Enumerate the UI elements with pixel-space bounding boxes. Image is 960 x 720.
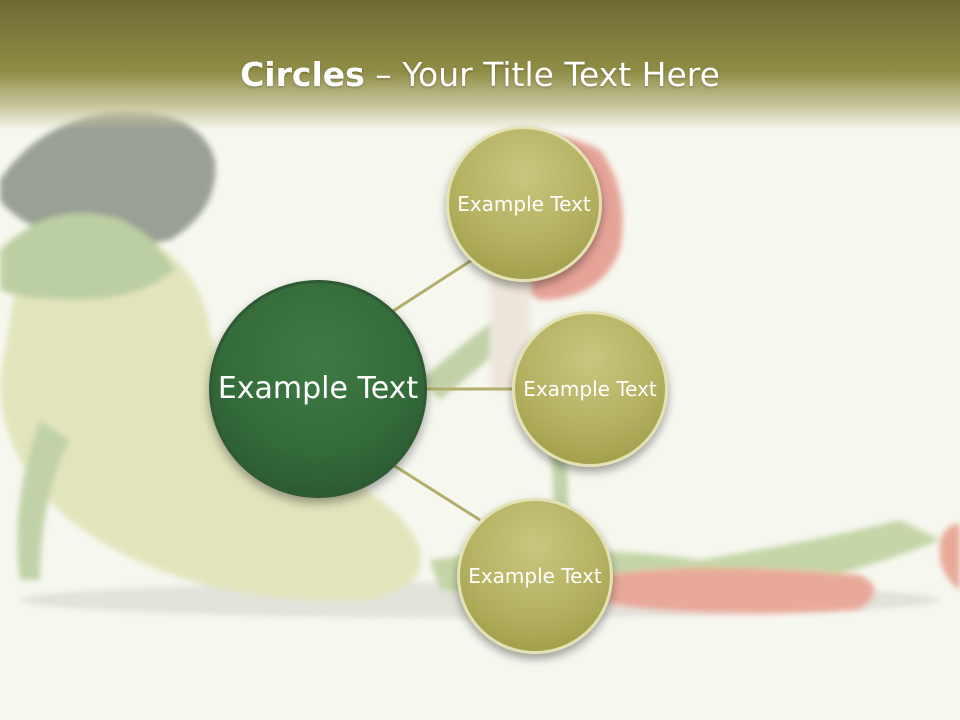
connector-line-1 [389, 256, 476, 315]
title-bar [0, 0, 960, 130]
node-circle-1[interactable]: Example Text [446, 126, 602, 282]
node-circle-3[interactable]: Example Text [457, 498, 613, 654]
node-circle-text: Example Text [457, 192, 591, 216]
node-circle-2[interactable]: Example Text [512, 311, 668, 467]
slide-title: Circles – Your Title Text Here [0, 52, 960, 98]
center-circle[interactable]: Example Text [209, 280, 427, 498]
connector-line-3 [389, 461, 481, 522]
title-bold: Circles [240, 55, 365, 94]
node-circle-text: Example Text [468, 564, 602, 588]
center-circle-text: Example Text [217, 371, 419, 406]
title-rest: – Your Title Text Here [364, 55, 720, 94]
node-circle-text: Example Text [523, 377, 657, 401]
